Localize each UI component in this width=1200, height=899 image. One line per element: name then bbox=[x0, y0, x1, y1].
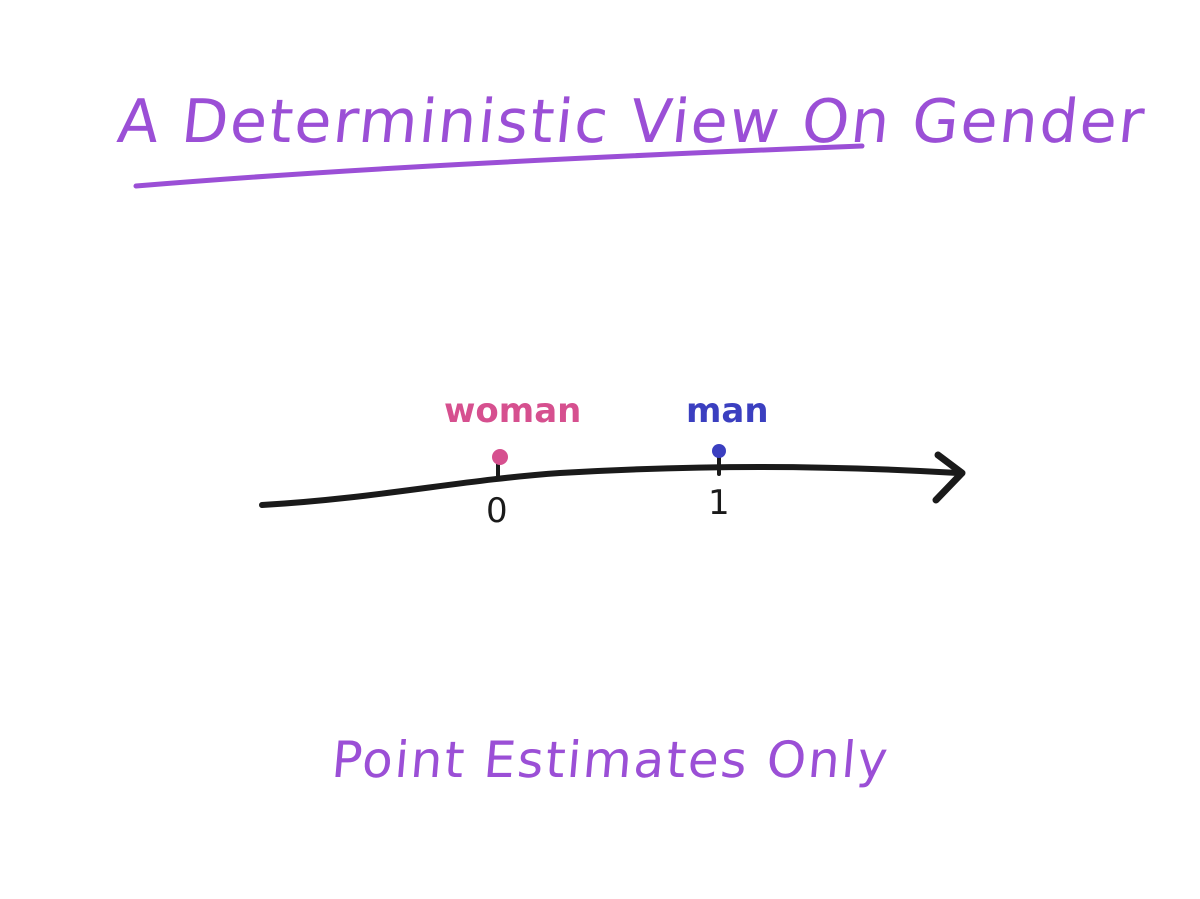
number-line bbox=[259, 464, 961, 508]
arrow-head bbox=[932, 451, 966, 504]
subtitle: Point Estimates Only bbox=[329, 731, 892, 789]
tick-label-1: 1 bbox=[708, 483, 730, 523]
title-underline bbox=[133, 143, 865, 189]
point-marker-woman bbox=[492, 449, 508, 465]
point-label-man: man bbox=[686, 391, 769, 431]
tick-label-0: 0 bbox=[486, 491, 508, 531]
point-label-woman: woman bbox=[444, 391, 582, 431]
point-marker-man bbox=[712, 444, 726, 458]
